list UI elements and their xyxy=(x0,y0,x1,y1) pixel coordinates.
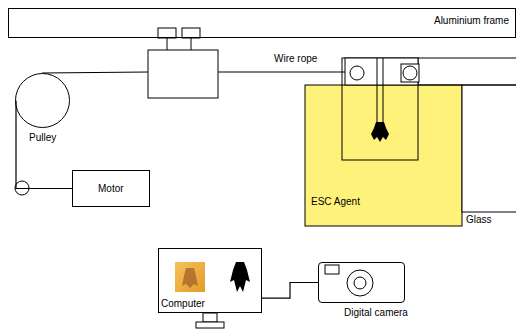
frame-bar: Aluminium frame xyxy=(8,8,516,38)
specimen xyxy=(371,122,389,142)
glass-label: Glass xyxy=(464,214,494,226)
camera-details xyxy=(325,265,373,296)
sample-holder xyxy=(342,58,419,160)
node-label: Motor xyxy=(98,183,124,195)
computer-monitor: Computer xyxy=(158,248,262,313)
digital-camera: Digital camera xyxy=(318,262,405,303)
node-label: Digital camera xyxy=(344,307,408,319)
cable-connector xyxy=(262,283,318,299)
wire-rope xyxy=(42,72,350,73)
esc-agent-box: ESC Agent xyxy=(305,85,462,226)
monitor-stand xyxy=(196,313,224,328)
computer-screen xyxy=(175,262,250,292)
pulley-wheel: Pulley xyxy=(15,73,70,128)
node-label: Aluminium frame xyxy=(434,15,509,27)
node-label: Computer xyxy=(161,298,205,310)
node-label: Pulley xyxy=(29,132,56,144)
motor-box: Motor xyxy=(72,170,150,207)
wire-rope-label: Wire rope xyxy=(272,53,319,65)
trolley xyxy=(148,28,218,98)
glass-container xyxy=(418,58,516,212)
rope-connector xyxy=(16,101,72,189)
node-label: ESC Agent xyxy=(311,196,360,208)
